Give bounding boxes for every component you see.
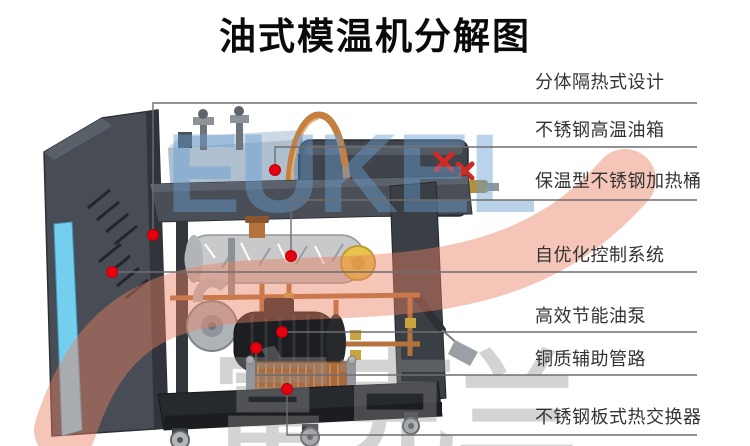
callout-label-heat-exchanger: 不锈钢板式热交换器: [535, 407, 702, 427]
oil-pump-motor: [186, 277, 346, 373]
callout-dots: [106, 164, 297, 395]
brand-watermark-cjk: 富克兰: [212, 339, 578, 446]
red-valve-handles: [433, 151, 475, 181]
callout-label-oil-tank: 不锈钢高温油箱: [535, 120, 665, 140]
callout-dot-6: [250, 342, 262, 354]
callout-label-heating-barrel: 保温型不锈钢加热桶: [535, 171, 702, 191]
callout-dot-3: [285, 250, 297, 262]
leader-line-7: [286, 389, 697, 436]
foil-texture: [204, 242, 344, 269]
brand-watermark-latin: EUKEL: [166, 111, 536, 236]
callout-dot-7: [281, 383, 293, 395]
callout-label-split-insulation: 分体隔热式设计: [535, 72, 665, 92]
machine-illustration: [43, 106, 499, 446]
callout-dot-1: [147, 229, 159, 241]
caster-wheel: [402, 412, 420, 435]
leader-line-3: [290, 199, 697, 256]
blue-panel-edge: [53, 221, 83, 437]
pink-swoosh-watermark: [34, 149, 656, 446]
callout-label-oil-pump: 高效节能油泵: [535, 306, 646, 326]
brass-fitting: [464, 180, 488, 193]
leader-line-1: [152, 102, 697, 235]
base-frame: [157, 381, 443, 446]
callout-label-copper-piping: 铜质辅助管路: [535, 349, 646, 369]
support-pipe: [228, 238, 235, 300]
callout-label-control-system: 自优化控制系统: [535, 245, 665, 265]
left-insulation-panel: [43, 109, 169, 437]
page-title: 油式模温机分解图: [219, 15, 531, 58]
callout-dot-5: [276, 326, 288, 338]
caster-wheel: [300, 424, 320, 446]
barrel-top-fitting: [249, 220, 265, 238]
callout-dot-4: [106, 266, 118, 278]
leader-line-6: [255, 348, 697, 376]
leader-line-2: [274, 146, 697, 170]
tank-fittings: [178, 106, 249, 150]
leader-lines: [112, 102, 697, 436]
caster-wheel: [170, 428, 190, 446]
callout-dot-2: [269, 164, 281, 176]
